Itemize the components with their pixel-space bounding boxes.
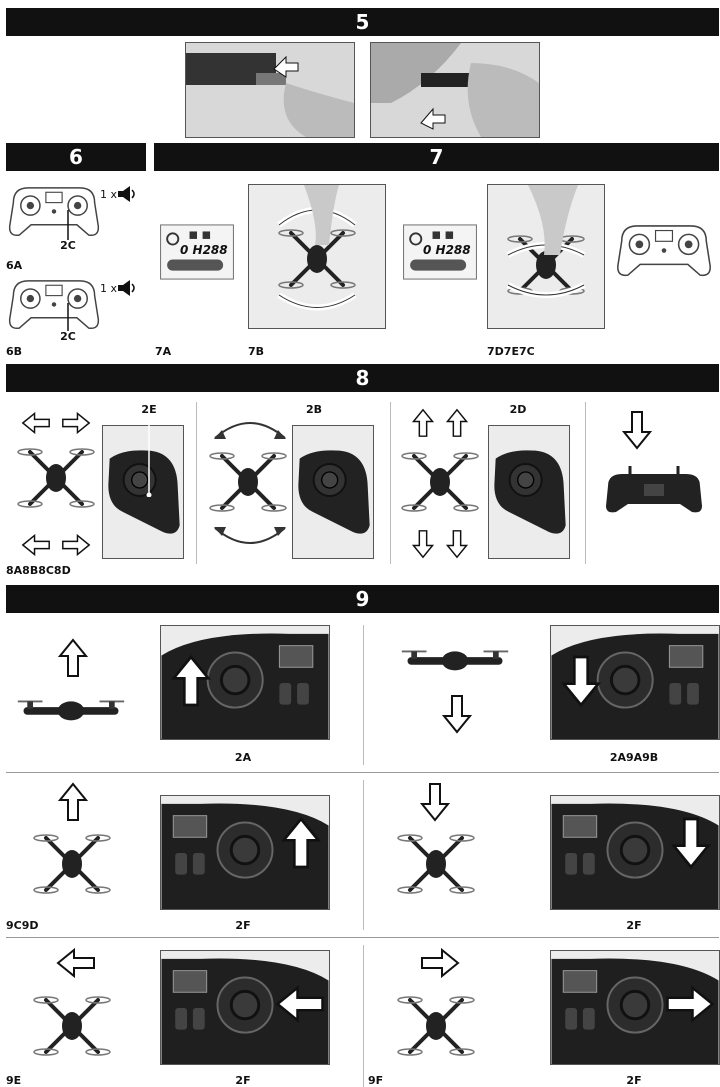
divider — [390, 402, 391, 564]
section-8-number: 8 — [355, 366, 370, 390]
label-9f: 9F — [368, 1074, 384, 1087]
divider — [585, 402, 586, 564]
arrow-right-icon — [58, 534, 94, 556]
controller-8b — [102, 425, 184, 559]
usb-plug-photo-right — [370, 42, 540, 138]
pointer-6a — [66, 210, 70, 240]
label-9e: 9E — [6, 1074, 22, 1087]
label-2a-left: 2A — [234, 751, 252, 764]
lcd-reading-7d: 0 H288 — [423, 243, 471, 257]
drone-8c — [208, 442, 288, 522]
drone-8d — [400, 442, 480, 522]
arrow-right-icon — [58, 412, 94, 434]
section-5-number: 5 — [355, 10, 370, 34]
usb-plug-photo-left — [185, 42, 355, 138]
drone-side-9b — [396, 640, 514, 678]
arrow-up-icon — [58, 782, 88, 822]
pointer-6b — [66, 303, 70, 331]
label-7b: 7B — [248, 345, 265, 358]
drone-9d — [396, 824, 476, 904]
divider — [6, 937, 719, 938]
arrow-up-icon — [412, 405, 434, 441]
arrow-down-icon — [412, 526, 434, 562]
controller-9b — [550, 625, 720, 740]
label-2f-1: 2F — [235, 919, 251, 932]
arrow-right-icon — [420, 948, 460, 978]
rotate-arrow-icon — [210, 412, 290, 442]
arrow-left-icon — [18, 412, 54, 434]
lcd-reading-7a: 0 H288 — [180, 243, 228, 257]
label-2f-4: 2F — [626, 1074, 642, 1087]
beep-count-6a: 1 x — [100, 188, 118, 201]
label-2e: 2E — [141, 403, 157, 416]
controller-8c — [292, 425, 374, 559]
rotate-arrow-icon — [210, 524, 290, 554]
pointer-2e — [146, 417, 152, 497]
arrow-down-icon — [622, 410, 652, 450]
label-2d: 2D — [509, 403, 527, 416]
section-7-header: 7 — [154, 143, 719, 171]
label-2f-3: 2F — [235, 1074, 251, 1087]
controller-9c — [160, 795, 330, 910]
divider — [363, 945, 364, 1087]
section-5-header: 5 — [6, 8, 719, 36]
label-2b: 2B — [305, 403, 323, 416]
drone-8a — [16, 438, 96, 518]
divider — [363, 780, 364, 930]
section-9-number: 9 — [355, 587, 370, 611]
label-6b: 6B — [6, 345, 23, 358]
section-6-number: 6 — [69, 145, 83, 169]
arrow-left-icon — [18, 534, 54, 556]
label-6a: 6A — [6, 259, 23, 272]
speaker-icon — [118, 280, 138, 296]
controller-8d — [488, 425, 570, 559]
section-7-number: 7 — [429, 145, 444, 169]
arrow-down-icon — [446, 526, 468, 562]
label-2f-2: 2F — [626, 919, 642, 932]
section-8-header: 8 — [6, 364, 719, 392]
label-8a8b8c8d: 8A8B8C8D — [6, 564, 71, 577]
label-2c-6b: 2C — [60, 330, 76, 343]
arrow-down-icon — [442, 694, 472, 734]
controller-front — [602, 466, 706, 516]
remote-7c — [614, 218, 714, 280]
divider — [363, 625, 364, 765]
label-7a: 7A — [155, 345, 172, 358]
speaker-icon — [118, 186, 138, 202]
drone-side-9a — [12, 690, 130, 728]
label-2a-right: 2A9A9B — [609, 751, 659, 764]
arrow-left-icon — [56, 948, 96, 978]
label-9c9d: 9C9D — [6, 919, 39, 932]
controller-9d — [550, 795, 720, 910]
remote-6a — [6, 180, 102, 240]
drone-hand-photo-7b — [248, 184, 386, 329]
controller-9f — [550, 950, 720, 1065]
drone-9e — [32, 986, 112, 1066]
label-2c-6a: 2C — [60, 239, 76, 252]
arrow-up-icon — [446, 405, 468, 441]
arrow-down-icon — [420, 782, 450, 822]
divider — [6, 772, 719, 773]
section-9-header: 9 — [6, 585, 719, 613]
drone-hand-photo-7e — [487, 184, 605, 329]
beep-count-6b: 1 x — [100, 282, 118, 295]
drone-9f — [396, 986, 476, 1066]
controller-9a — [160, 625, 330, 740]
label-7d7e7c: 7D7E7C — [487, 345, 535, 358]
controller-9e — [160, 950, 330, 1065]
arrow-up-icon — [58, 638, 88, 678]
remote-6b — [6, 273, 102, 333]
section-6-header: 6 — [6, 143, 146, 171]
divider — [196, 402, 197, 564]
drone-9c — [32, 824, 112, 904]
